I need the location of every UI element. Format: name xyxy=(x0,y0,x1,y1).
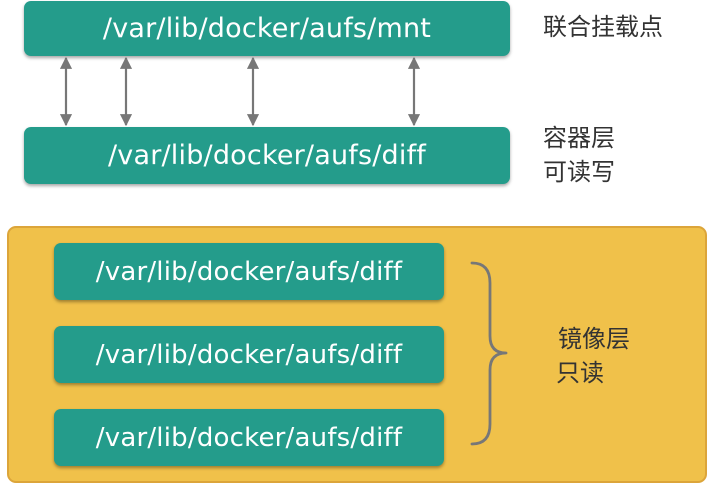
image-layers-label-line1: 镜像层 xyxy=(558,325,630,353)
image-layers-label: 镜像层 只读 xyxy=(554,322,634,390)
image-layer-path-2: /var/lib/docker/aufs/diff xyxy=(95,339,403,370)
image-layer-bar-2: /var/lib/docker/aufs/diff xyxy=(54,326,444,383)
image-layer-path-1: /var/lib/docker/aufs/diff xyxy=(95,256,403,287)
container-layer-path: /var/lib/docker/aufs/diff xyxy=(107,140,427,171)
container-layer-label-line2: 可读写 xyxy=(543,158,615,186)
mount-layer-path: /var/lib/docker/aufs/mnt xyxy=(102,13,432,44)
mount-layer-bar: /var/lib/docker/aufs/mnt xyxy=(24,1,510,56)
container-layer-label-line1: 容器层 xyxy=(543,124,615,152)
image-layer-bar-3: /var/lib/docker/aufs/diff xyxy=(54,409,444,466)
image-layers-label-line2: 只读 xyxy=(556,359,604,387)
container-layer-bar: /var/lib/docker/aufs/diff xyxy=(24,127,510,184)
mount-layer-label-text: 联合挂载点 xyxy=(543,13,663,41)
mount-layer-label: 联合挂载点 xyxy=(543,10,663,44)
image-layer-bar-1: /var/lib/docker/aufs/diff xyxy=(54,243,444,300)
container-layer-label: 容器层 可读写 xyxy=(543,121,615,189)
image-layer-path-3: /var/lib/docker/aufs/diff xyxy=(95,422,403,453)
